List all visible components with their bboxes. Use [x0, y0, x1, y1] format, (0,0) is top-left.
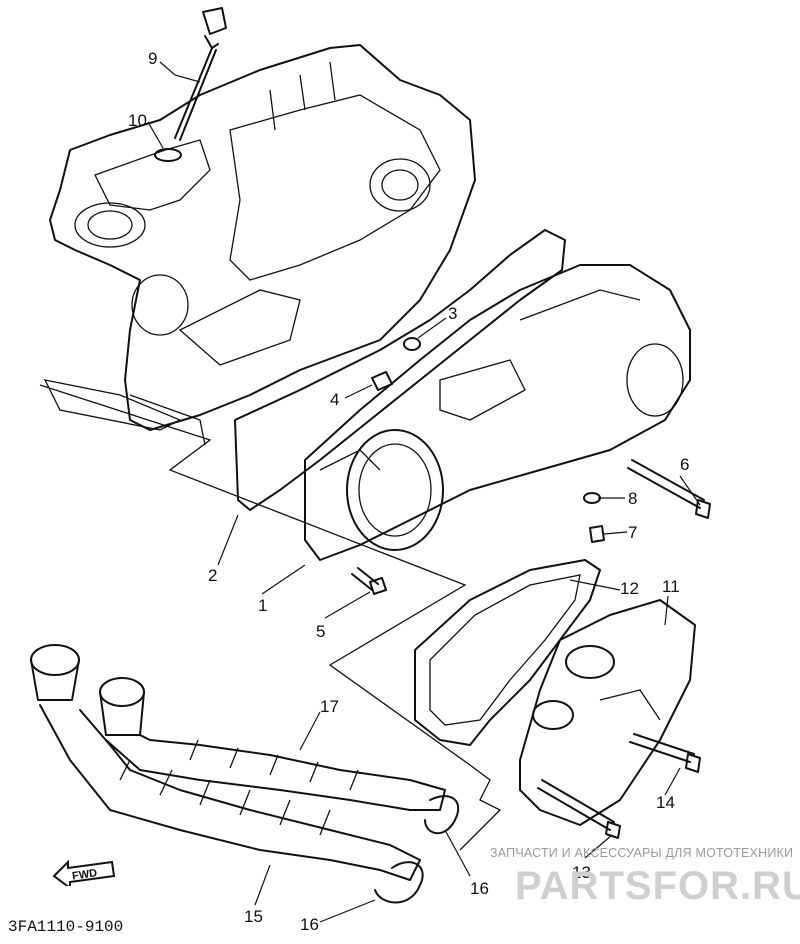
diagram-code: 3FA1110-9100	[8, 918, 124, 936]
crankcase-cover-gasket	[234, 229, 566, 511]
callout-1: 1	[258, 596, 267, 615]
callout-6: 6	[680, 455, 689, 474]
watermark-logo: PARTSFOR.RU	[515, 864, 800, 908]
air-duct	[30, 644, 446, 881]
callout-13: 13	[572, 863, 591, 882]
callout-15: 15	[244, 907, 263, 926]
crankcase	[43, 44, 476, 446]
washer-small	[583, 492, 601, 504]
fwd-label: FWD	[71, 867, 98, 882]
o-ring	[154, 148, 182, 162]
callout-numbers: 1 2 3 4 5 6 7 8 9 10 11 12 13 14 15 16 1…	[128, 49, 689, 934]
callout-10: 10	[128, 111, 147, 130]
callout-2: 2	[208, 566, 217, 585]
washer	[403, 337, 421, 351]
bolt	[351, 567, 387, 595]
plug	[589, 525, 605, 543]
callout-17: 17	[320, 697, 339, 716]
bolt-small	[537, 779, 621, 839]
callout-8: 8	[628, 489, 637, 508]
callout-9: 9	[148, 49, 157, 68]
watermark-caption: ЗАПЧАСТИ И АКСЕССУАРЫ ДЛЯ МОТОТЕХНИКИ	[490, 846, 794, 860]
oil-level-gauge	[174, 7, 227, 141]
callout-4: 4	[330, 390, 339, 409]
hose-clamp-upper	[424, 795, 460, 835]
assembly-outline	[39, 384, 502, 851]
callout-12: 12	[620, 579, 639, 598]
callout-11: 11	[662, 577, 680, 596]
bolt-medium	[629, 733, 701, 773]
hose-clamp-lower	[374, 861, 424, 904]
callout-7: 7	[628, 523, 637, 542]
callout-14: 14	[656, 793, 675, 812]
dowel-pin	[371, 371, 393, 391]
air-shroud	[519, 599, 696, 826]
leader-lines	[147, 61, 701, 923]
callout-3: 3	[448, 304, 457, 323]
fwd-arrow-icon: FWD	[52, 859, 116, 886]
long-bolt	[627, 459, 711, 519]
callout-5: 5	[316, 622, 325, 641]
crankcase-cover	[304, 264, 691, 561]
callout-16-lower: 16	[300, 915, 319, 934]
callout-16-upper: 16	[470, 879, 489, 898]
